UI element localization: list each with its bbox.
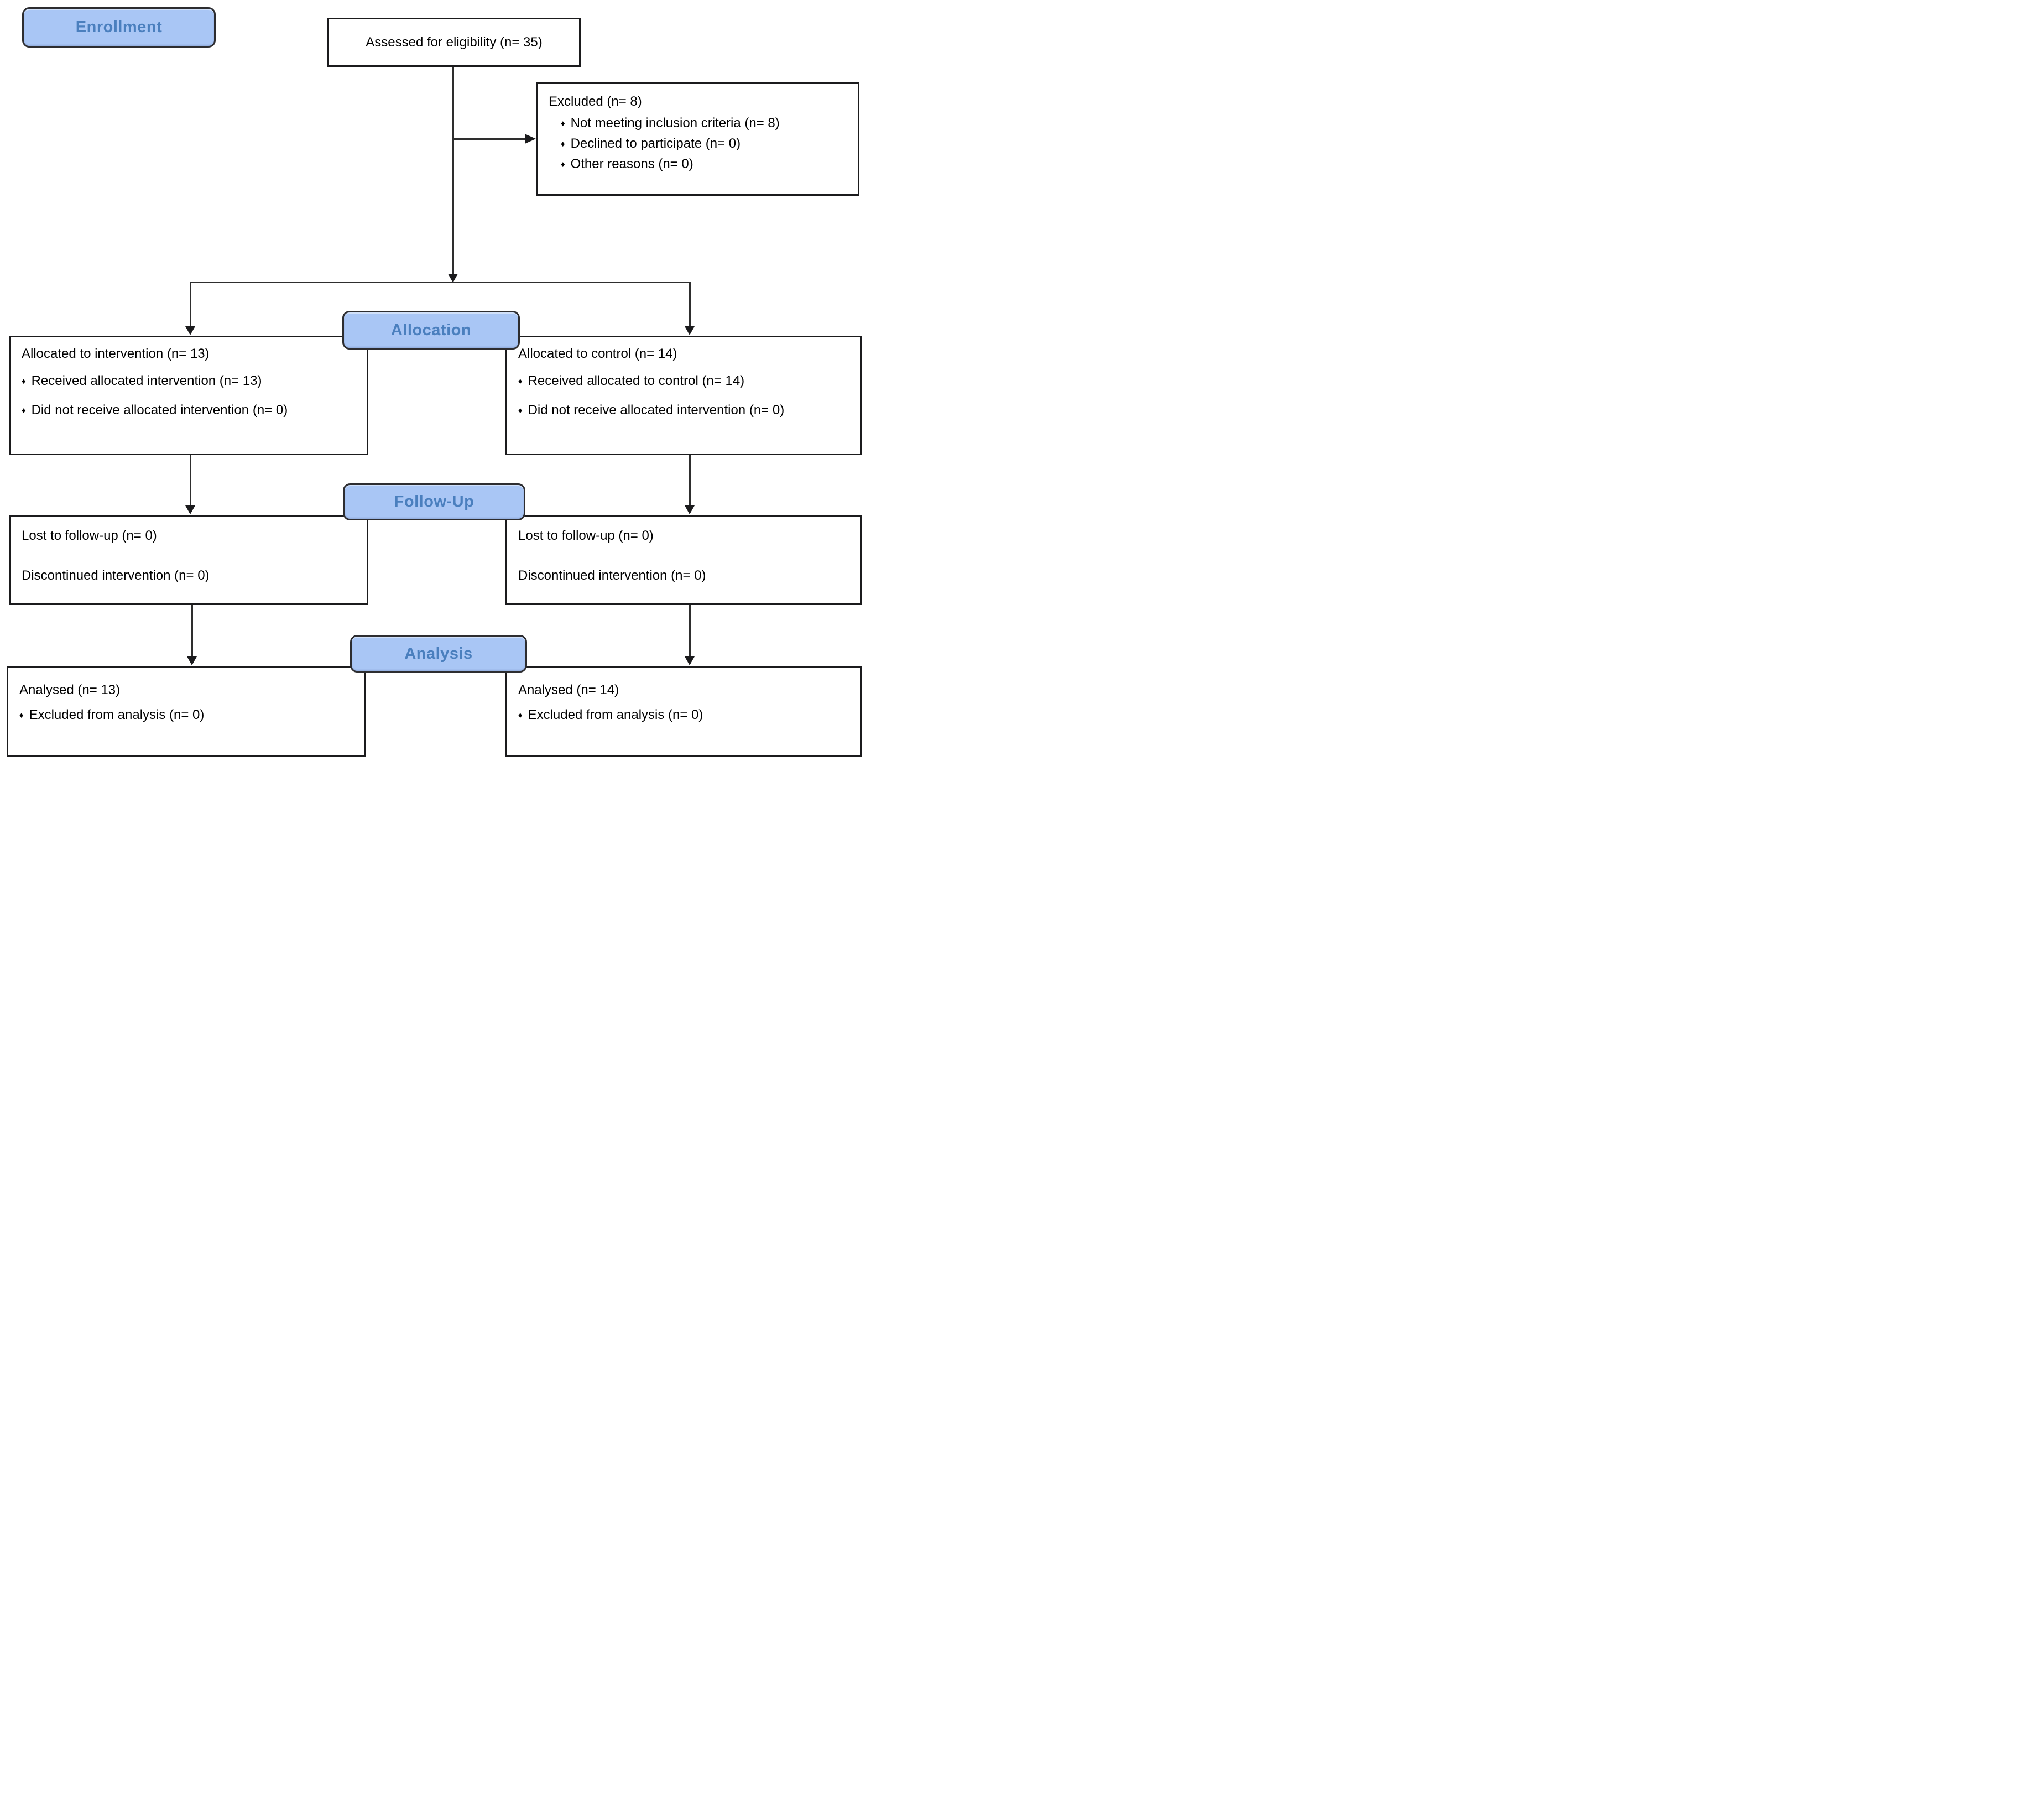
- arrowhead-down-analysis-right: [685, 656, 695, 665]
- followup-control-line-2: Discontinued intervention (n= 0): [518, 568, 706, 583]
- stage-label-followup: Follow-Up: [343, 483, 525, 520]
- stage-label-analysis-text: Analysis: [404, 644, 473, 663]
- connector-alloc-followup-left: [190, 455, 191, 506]
- arrowhead-down-split: [448, 274, 458, 283]
- followup-intervention-line-1: Lost to follow-up (n= 0): [22, 528, 157, 543]
- excluded-box: Excluded (n= 8) ♦ Not meeting inclusion c…: [536, 82, 859, 196]
- bullet-diamond-icon: ♦: [518, 711, 523, 720]
- analysis-control-box: Analysed (n= 14) ♦ Excluded from analysis…: [505, 666, 862, 757]
- connector-followup-analysis-right: [689, 605, 691, 657]
- analysis-intervention-bullet-1-text: Excluded from analysis (n= 0): [29, 707, 205, 722]
- connector-drop-left: [190, 282, 191, 327]
- connector-alloc-followup-right: [689, 455, 691, 506]
- bullet-diamond-icon: ♦: [561, 160, 565, 169]
- connector-followup-analysis-left: [191, 605, 193, 657]
- arrowhead-down-analysis-left: [187, 656, 197, 665]
- bullet-diamond-icon: ♦: [518, 406, 523, 415]
- bullet-diamond-icon: ♦: [518, 377, 523, 386]
- followup-intervention-line-2: Discontinued intervention (n= 0): [22, 568, 210, 583]
- allocation-control-bullet-2-text: Did not receive allocated intervention (…: [528, 403, 785, 418]
- allocation-intervention-title: Allocated to intervention (n= 13): [22, 346, 210, 361]
- stage-label-allocation: Allocation: [342, 311, 520, 350]
- arrowhead-down-followup-left: [185, 505, 195, 514]
- analysis-control-bullet-1-text: Excluded from analysis (n= 0): [528, 707, 703, 722]
- stage-label-enrollment: Enrollment: [22, 7, 216, 48]
- followup-control-box: Lost to follow-up (n= 0) Discontinued in…: [505, 515, 862, 605]
- arrowhead-down-followup-right: [685, 505, 695, 514]
- bullet-diamond-icon: ♦: [561, 119, 565, 128]
- stage-label-allocation-text: Allocation: [390, 321, 472, 339]
- assessed-eligibility-text: Assessed for eligibility (n= 35): [366, 34, 543, 50]
- excluded-bullet-2: ♦ Declined to participate (n= 0): [561, 135, 847, 152]
- allocation-control-title: Allocated to control (n= 14): [518, 346, 677, 361]
- analysis-control-bullet-1: ♦ Excluded from analysis (n= 0): [518, 707, 849, 723]
- connector-assessed-down: [452, 67, 454, 275]
- allocation-control-box: Allocated to control (n= 14) ♦ Received a…: [505, 336, 862, 455]
- consort-flow-diagram: { "stage_labels": { "enrollment": "Enrol…: [0, 0, 867, 763]
- allocation-control-bullet-1: ♦ Received allocated to control (n= 14): [518, 373, 849, 389]
- excluded-bullet-3-text: Other reasons (n= 0): [570, 157, 693, 171]
- followup-intervention-box: Lost to follow-up (n= 0) Discontinued in…: [9, 515, 368, 605]
- allocation-intervention-box: Allocated to intervention (n= 13) ♦ Recei…: [9, 336, 368, 455]
- arrowhead-right-excluded: [525, 134, 536, 144]
- allocation-intervention-bullet-1: ♦ Received allocated intervention (n= 13): [22, 373, 356, 389]
- excluded-bullet-3: ♦ Other reasons (n= 0): [561, 156, 847, 173]
- connector-branch-excluded: [453, 138, 526, 140]
- excluded-bullet-2-text: Declined to participate (n= 0): [570, 136, 741, 151]
- analysis-control-title: Analysed (n= 14): [518, 682, 619, 697]
- bullet-diamond-icon: ♦: [22, 377, 26, 386]
- allocation-control-bullet-1-text: Received allocated to control (n= 14): [528, 373, 745, 388]
- excluded-bullet-1-text: Not meeting inclusion criteria (n= 8): [570, 116, 780, 131]
- analysis-intervention-bullet-1: ♦ Excluded from analysis (n= 0): [19, 707, 353, 723]
- excluded-bullet-1: ♦ Not meeting inclusion criteria (n= 8): [561, 115, 847, 132]
- arrowhead-down-alloc-left: [185, 326, 195, 335]
- stage-label-enrollment-text: Enrollment: [75, 18, 163, 36]
- bullet-diamond-icon: ♦: [19, 711, 24, 720]
- assessed-eligibility-box: Assessed for eligibility (n= 35): [327, 18, 581, 67]
- followup-control-line-1: Lost to follow-up (n= 0): [518, 528, 654, 543]
- allocation-intervention-bullet-2: ♦ Did not receive allocated intervention …: [22, 402, 356, 419]
- arrowhead-down-alloc-right: [685, 326, 695, 335]
- stage-label-followup-text: Follow-Up: [394, 493, 474, 510]
- connector-drop-right: [689, 282, 691, 327]
- stage-label-analysis: Analysis: [350, 635, 527, 673]
- allocation-intervention-bullet-1-text: Received allocated intervention (n= 13): [31, 373, 262, 388]
- bullet-diamond-icon: ♦: [561, 139, 565, 149]
- analysis-intervention-title: Analysed (n= 13): [19, 682, 121, 697]
- allocation-intervention-bullet-2-text: Did not receive allocated intervention (…: [31, 403, 288, 418]
- bullet-diamond-icon: ♦: [22, 406, 26, 415]
- excluded-title: Excluded (n= 8): [549, 94, 642, 109]
- analysis-intervention-box: Analysed (n= 13) ♦ Excluded from analysis…: [7, 666, 366, 757]
- connector-split-horizontal: [190, 282, 691, 283]
- allocation-control-bullet-2: ♦ Did not receive allocated intervention …: [518, 402, 849, 419]
